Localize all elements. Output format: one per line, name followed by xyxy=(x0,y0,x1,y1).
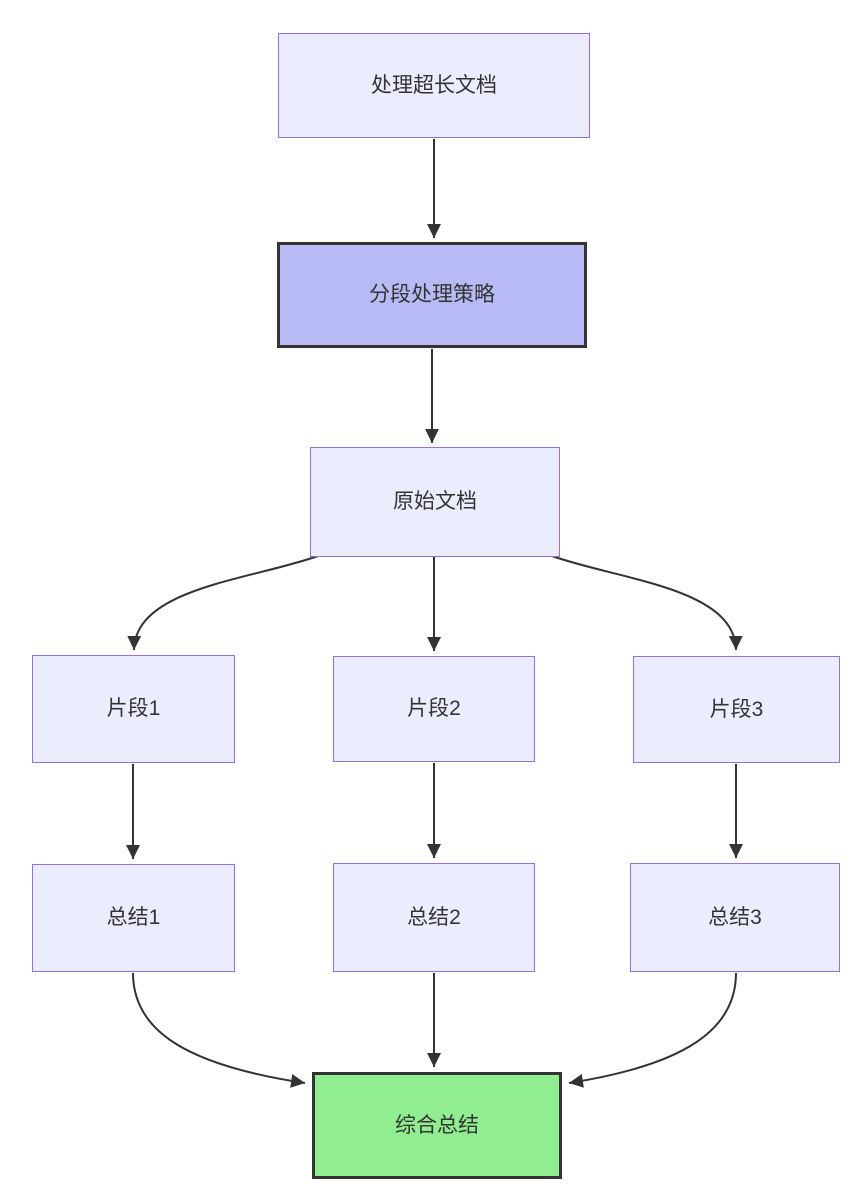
node-frag3: 片段3 xyxy=(633,656,840,763)
node-sum1: 总结1 xyxy=(32,864,235,972)
node-sum2: 总结2 xyxy=(333,863,535,972)
node-original: 原始文档 xyxy=(310,447,560,557)
node-frag2: 片段2 xyxy=(333,656,535,762)
edge-sum3-final xyxy=(568,972,737,1088)
edge-original-frag3 xyxy=(551,555,743,651)
node-strategy: 分段处理策略 xyxy=(277,242,587,348)
node-process: 处理超长文档 xyxy=(278,33,590,138)
edge-sum1-final xyxy=(132,972,306,1088)
edge-original-frag1 xyxy=(127,555,319,651)
node-sum3: 总结3 xyxy=(630,863,840,972)
node-frag1: 片段1 xyxy=(32,655,235,763)
node-final: 综合总结 xyxy=(312,1072,562,1179)
